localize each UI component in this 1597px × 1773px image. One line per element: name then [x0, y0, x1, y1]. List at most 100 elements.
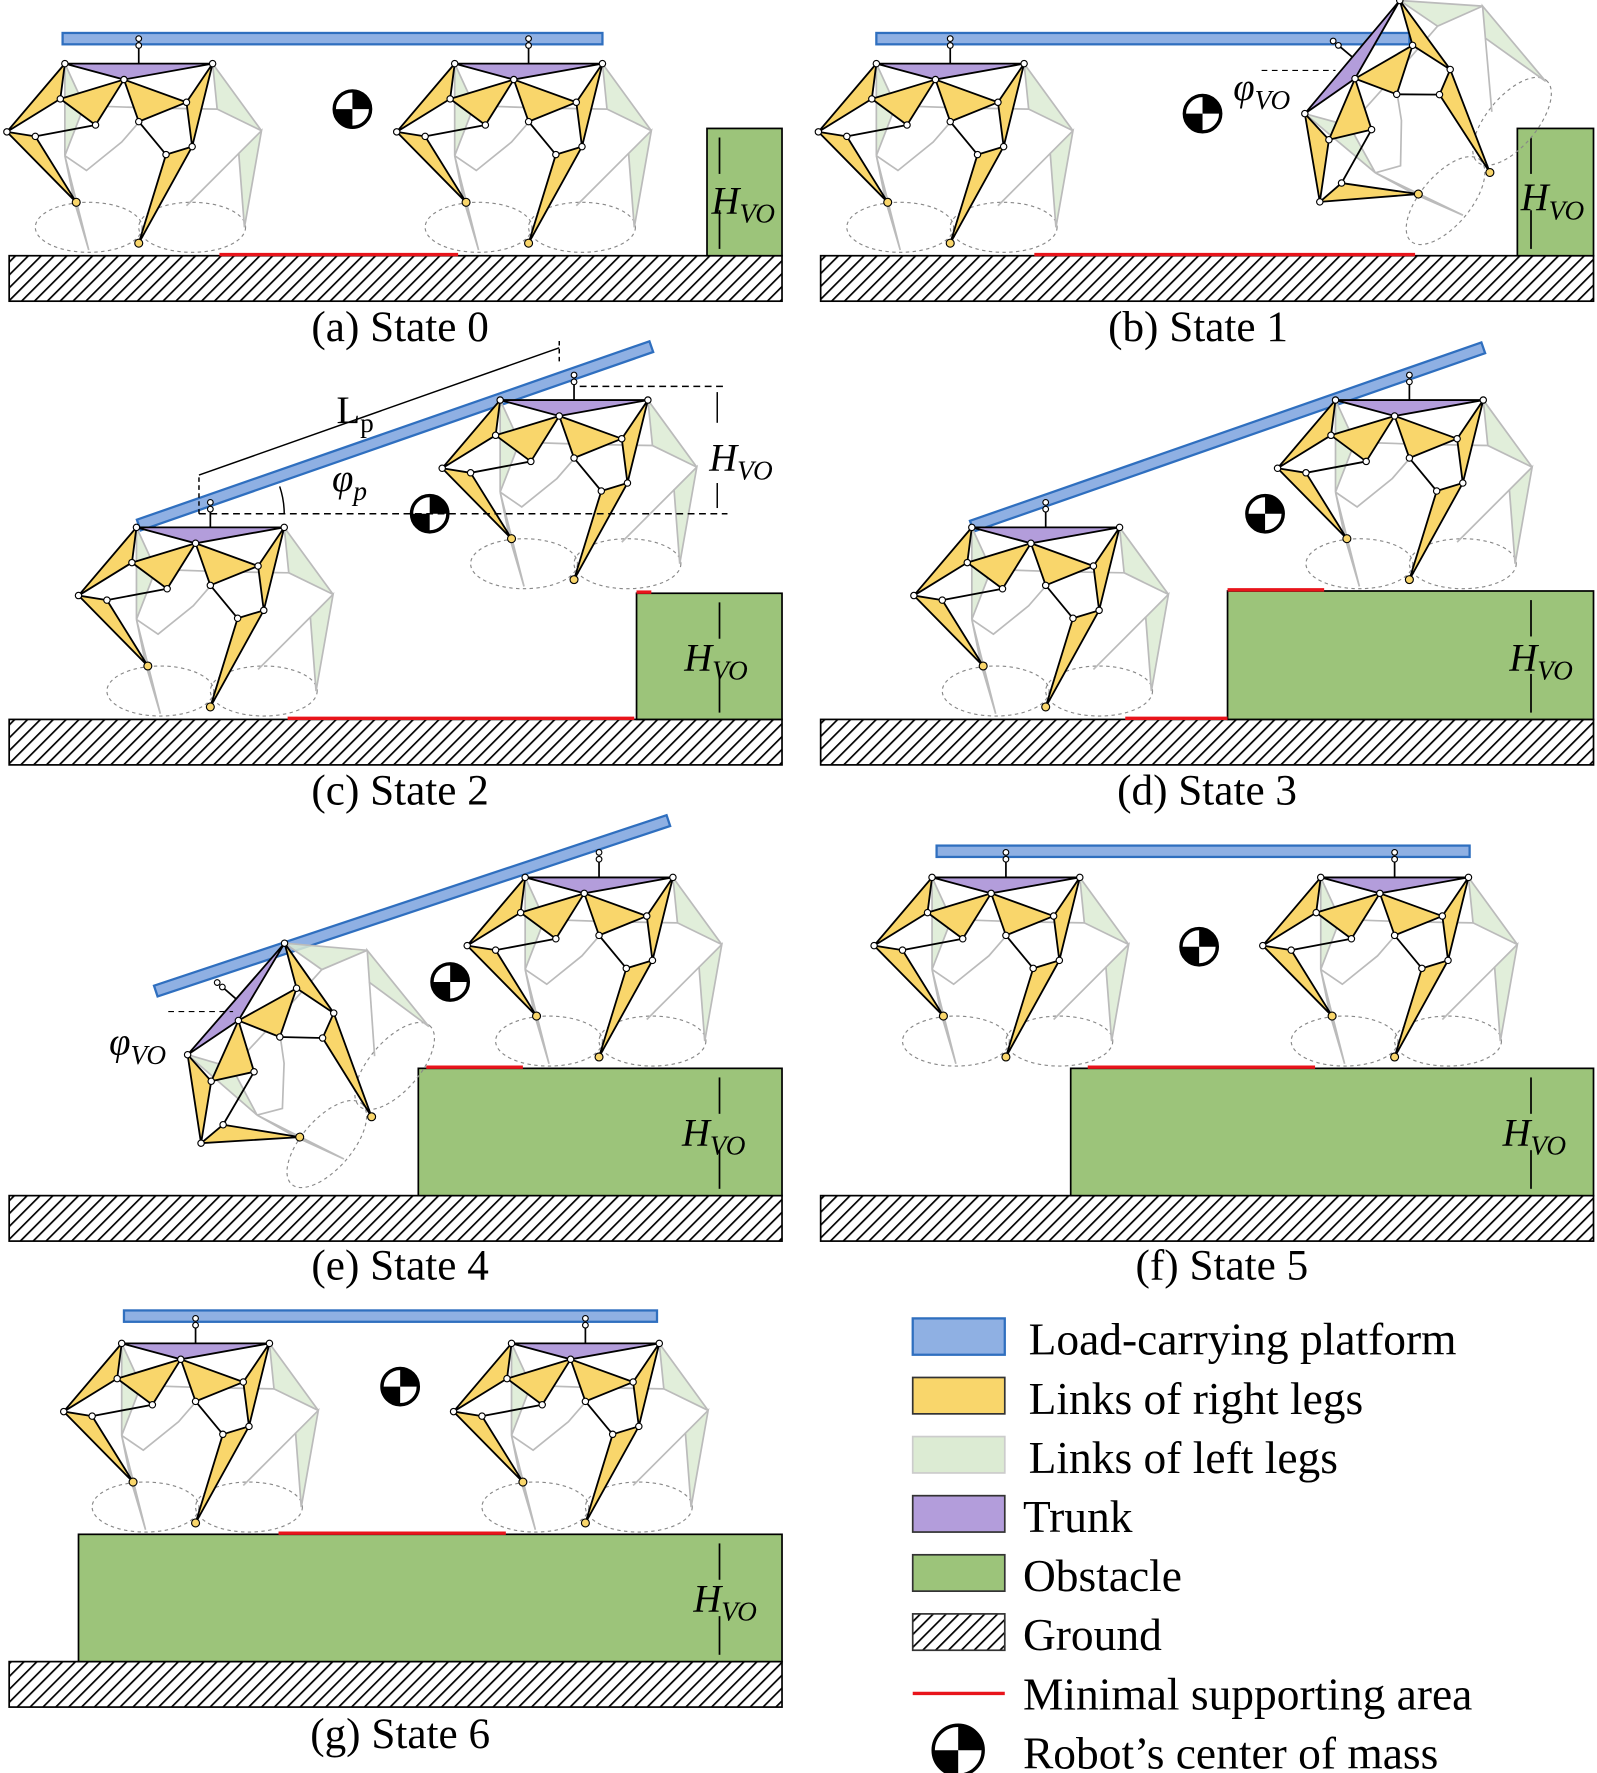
right-leg-links — [452, 1342, 661, 1524]
joint — [552, 935, 560, 943]
joint — [958, 935, 967, 943]
foot — [461, 197, 471, 207]
joint — [208, 59, 217, 68]
right-leg-links — [1276, 399, 1485, 581]
obstacle-swatch — [911, 1553, 1006, 1593]
joint — [276, 1033, 284, 1041]
foot-trajectory — [286, 1099, 368, 1189]
joint — [329, 1009, 338, 1017]
ground — [819, 1194, 1595, 1242]
joint — [623, 479, 632, 487]
joint — [1362, 457, 1370, 466]
joint — [503, 1374, 511, 1383]
foot — [295, 1132, 305, 1142]
joint — [1390, 931, 1399, 940]
joint — [1049, 912, 1058, 920]
legend-label: Obstacle — [1023, 1550, 1182, 1601]
joint — [496, 396, 504, 404]
foot-trajectory — [1305, 538, 1414, 590]
joint — [669, 873, 677, 882]
foot — [1342, 534, 1352, 544]
joint — [191, 1397, 200, 1406]
joint — [3, 128, 11, 136]
right-leg-links — [466, 876, 674, 1058]
scene — [3, 0, 1595, 1708]
trunk — [454, 62, 603, 81]
left-leg-links — [120, 1340, 320, 1531]
right-leg-links — [62, 1342, 271, 1524]
caption-state-6: (g) State 6 — [310, 1711, 490, 1758]
joint — [491, 431, 500, 440]
trunk — [876, 62, 1025, 81]
joint — [1367, 125, 1376, 134]
joint — [580, 889, 589, 898]
legend-label: Links of left legs — [1029, 1432, 1338, 1483]
joint — [1479, 396, 1488, 404]
platform-angle-label: φp — [332, 458, 367, 506]
joint — [999, 142, 1008, 151]
legend-label: Ground — [1023, 1609, 1162, 1660]
ground — [8, 718, 783, 766]
foot — [594, 1052, 604, 1062]
foot — [1413, 189, 1423, 199]
robot-rear — [392, 35, 653, 253]
joint — [1027, 539, 1035, 548]
obstacle-height-label: HVO — [692, 1579, 757, 1627]
joint — [113, 1374, 121, 1383]
foot-trajectory — [424, 201, 533, 253]
obstacle-height-label: HVO — [1508, 638, 1573, 686]
joint — [265, 1339, 274, 1348]
joint — [994, 98, 1002, 107]
center-of-mass-icon — [1182, 93, 1223, 134]
foot-trajectory — [106, 665, 215, 717]
foot-trajectory — [1290, 1015, 1399, 1067]
joint — [1095, 606, 1103, 615]
foot — [1327, 1011, 1337, 1021]
foot — [1001, 1052, 1011, 1062]
joint — [507, 1339, 516, 1348]
joint — [538, 1401, 546, 1409]
joint — [595, 931, 603, 940]
joint — [1396, 0, 1404, 5]
trunk — [499, 399, 649, 417]
joint — [450, 59, 459, 68]
joint — [59, 1407, 68, 1416]
foot-trajectory — [528, 201, 636, 253]
trunk — [1320, 876, 1469, 895]
foot-trajectory — [584, 1481, 693, 1533]
joint — [868, 95, 876, 103]
joint — [491, 946, 500, 954]
joint — [566, 1355, 575, 1364]
load-carrying-platform — [122, 1309, 659, 1323]
joint — [449, 1407, 458, 1416]
caption-state-0: (a) State 0 — [311, 304, 488, 351]
foot — [143, 661, 153, 671]
foot-trajectory — [846, 201, 955, 253]
right-leg-links — [395, 62, 604, 245]
joint — [1327, 431, 1335, 440]
joint — [466, 469, 475, 477]
joint — [973, 150, 982, 159]
joint — [219, 1120, 227, 1129]
robot-front-tilted — [183, 939, 436, 1189]
joint — [1302, 469, 1310, 477]
joint — [234, 1016, 243, 1025]
foot — [506, 534, 517, 544]
joint — [120, 75, 128, 84]
joint — [655, 1339, 664, 1348]
dimension-lines — [198, 340, 728, 515]
joint — [1464, 873, 1473, 882]
ground — [819, 718, 1595, 766]
robot-front — [910, 498, 1170, 717]
joint — [843, 132, 851, 141]
joint — [183, 1050, 192, 1059]
load-carrying-platform — [61, 31, 604, 46]
joint — [1301, 109, 1309, 118]
joint — [1273, 464, 1282, 473]
foot — [938, 1011, 948, 1021]
tilt-angle-label: φVO — [109, 1022, 166, 1070]
joint — [552, 150, 560, 159]
joint — [527, 457, 535, 466]
caption-state-2: (c) State 2 — [311, 768, 488, 815]
joint — [931, 75, 940, 84]
